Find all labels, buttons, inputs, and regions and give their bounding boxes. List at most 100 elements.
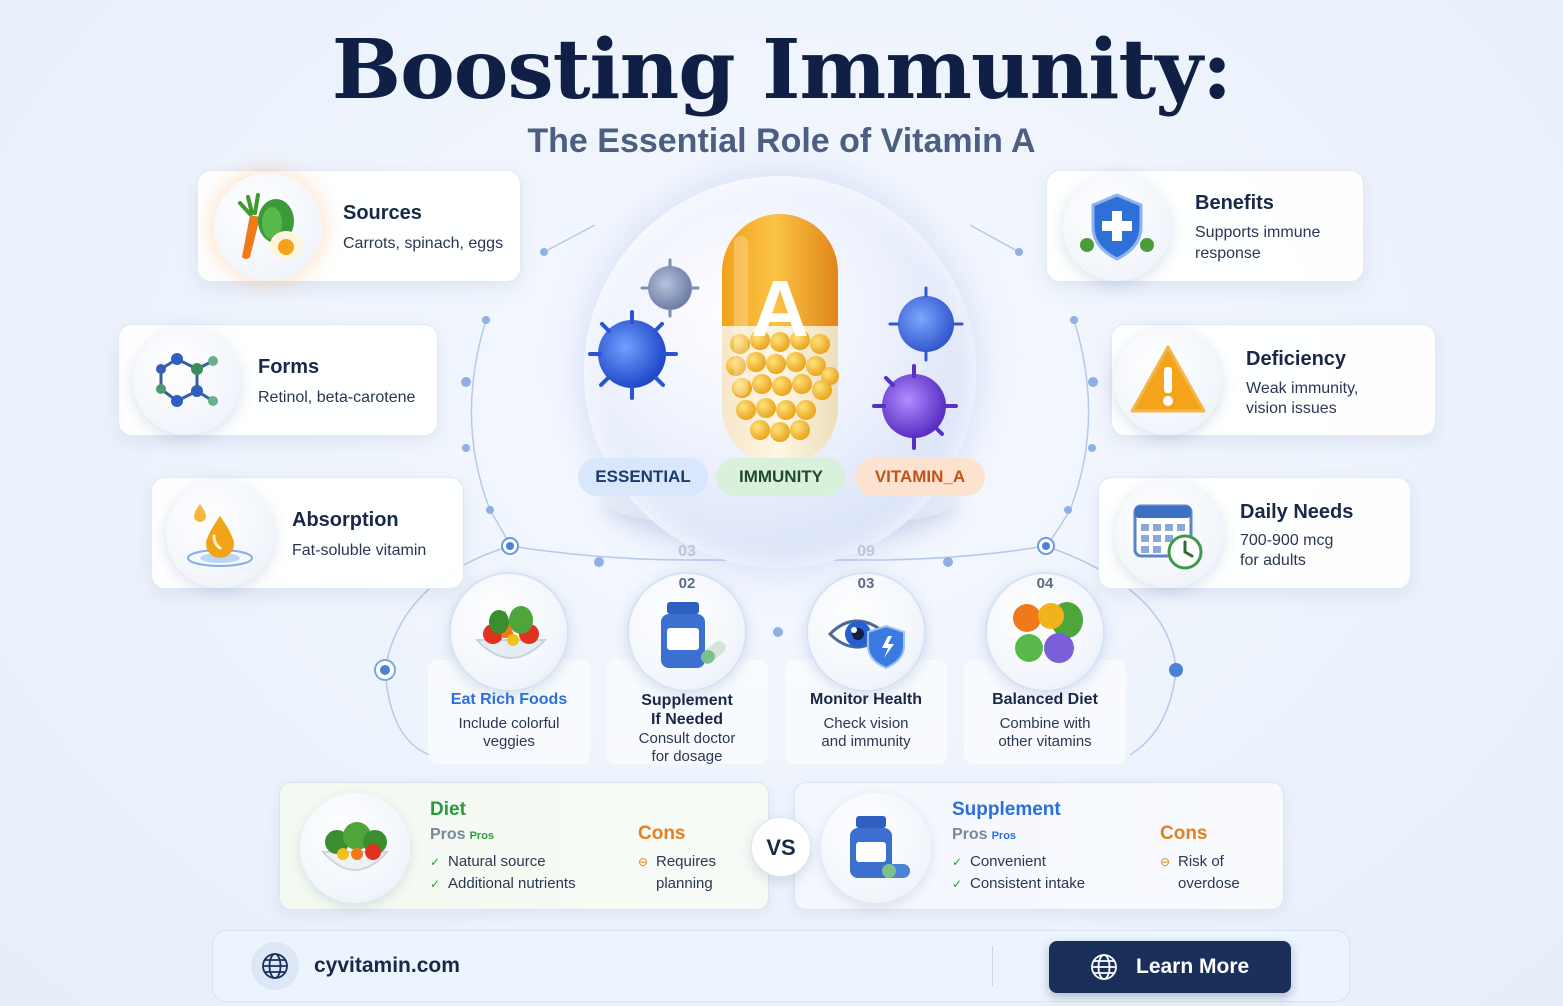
forms-desc: Retinol, beta-carotene <box>258 389 416 406</box>
step-4-title: Balanced Diet <box>992 691 1098 708</box>
deficiency-desc-2: vision issues <box>1246 400 1337 417</box>
tag-essential: ESSENTIAL <box>578 458 708 496</box>
step-1-circle <box>449 572 569 692</box>
step-2-number: 02 <box>678 575 696 592</box>
footer-divider <box>992 946 993 986</box>
step-2-desc-2: for dosage <box>651 748 723 765</box>
daily-disc <box>1115 480 1223 588</box>
footer-globe-badge <box>251 942 299 990</box>
supplement-disc <box>821 793 931 903</box>
forms-disc <box>133 327 241 435</box>
absorption-title: Absorption <box>292 509 399 531</box>
shield-cross-icon <box>1080 193 1154 261</box>
step-1-desc-2: veggies <box>483 733 535 750</box>
virus-blue-icon <box>588 310 678 400</box>
supplement-bottle-icon <box>661 602 726 668</box>
vitamin-balls-icon <box>1013 602 1083 663</box>
learn-more-label: Learn More <box>1136 955 1250 978</box>
sources-disc <box>214 173 322 281</box>
diet-heading: Diet <box>430 799 466 820</box>
card-benefits: Benefits Supports immune response <box>1046 170 1364 282</box>
supplement-con-2: overdose <box>1178 875 1240 892</box>
step-2-circle <box>627 572 747 692</box>
virus-purple-icon <box>872 364 958 450</box>
pill-bottle-icon <box>850 816 910 878</box>
step-4-desc-1: Combine with <box>999 715 1091 732</box>
food-bowl-icon <box>474 606 548 659</box>
daily-desc-1: 700-900 mcg <box>1240 532 1334 549</box>
forms-title: Forms <box>258 356 320 378</box>
absorption-desc: Fat-soluble vitamin <box>292 542 427 559</box>
step-4-number: 04 <box>1036 575 1054 592</box>
supplement-cons-heading: Cons <box>1160 823 1208 844</box>
diet-pro-1: ✓Natural source <box>430 853 546 870</box>
step-2-title-1: Supplement <box>641 692 733 709</box>
card-daily-needs: Daily Needs 700-900 mcg for adults <box>1098 477 1411 589</box>
molecule-icon <box>156 353 218 407</box>
supplement-pro-1: ✓Convenient <box>952 853 1046 870</box>
supplement-pro-2: ✓Consistent intake <box>952 875 1086 892</box>
tag-immunity: IMMUNITY <box>716 458 846 496</box>
vitamin-capsule-icon <box>722 214 839 466</box>
page-title: Boosting Immunity: <box>331 22 1232 118</box>
daily-desc-2: for adults <box>1240 552 1306 569</box>
step-4-circle <box>985 572 1105 692</box>
step-3-desc-2: and immunity <box>821 733 911 750</box>
virus-grey-icon <box>640 258 700 318</box>
step-3-desc-1: Check vision <box>823 715 909 732</box>
warning-icon <box>1130 345 1206 413</box>
card-sources: Sources Carrots, spinach, eggs <box>197 170 521 282</box>
vegetables-icon <box>238 193 302 259</box>
deficiency-disc <box>1114 327 1222 435</box>
step-1-desc-1: Include colorful <box>458 715 560 732</box>
capsule-letter: A <box>751 264 809 353</box>
sources-title: Sources <box>343 202 422 224</box>
diet-pros-tag: Pros <box>469 830 495 842</box>
step-2-desc-1: Consult doctor <box>638 730 736 747</box>
step-2-title-2: If Needed <box>650 711 723 728</box>
daily-title: Daily Needs <box>1240 501 1354 523</box>
globe-icon <box>262 953 288 979</box>
virus-blue-small-icon <box>888 286 964 362</box>
card-deficiency: Deficiency Weak immunity, vision issues <box>1111 324 1436 436</box>
deficiency-desc-1: Weak immunity, <box>1246 380 1359 397</box>
supplement-pros-tag: Pros <box>991 830 1017 842</box>
eye-shield-icon <box>827 619 905 670</box>
globe-icon <box>1091 954 1117 980</box>
vitamin-capsule-illustration: A <box>588 214 964 466</box>
supplement-heading: Supplement <box>952 799 1061 820</box>
diet-disc <box>300 793 410 903</box>
step-1-title: Eat Rich Foods <box>450 691 568 708</box>
sources-desc: Carrots, spinach, eggs <box>343 235 504 252</box>
step-3-title: Monitor Health <box>810 691 922 708</box>
card-forms: Forms Retinol, beta-carotene <box>118 324 438 436</box>
benefits-desc-2: response <box>1195 245 1261 262</box>
tag-vitamin-a: VITAMIN_A <box>855 458 985 496</box>
step-3-circle <box>806 572 926 692</box>
diet-con-2: planning <box>656 875 713 892</box>
benefits-title: Benefits <box>1195 192 1274 214</box>
learn-more-button[interactable]: Learn More <box>1049 941 1291 993</box>
page-subtitle: The Essential Role of Vitamin A <box>527 122 1036 160</box>
benefits-desc-1: Supports immune <box>1195 224 1321 241</box>
step-4-desc-2: other vitamins <box>998 733 1092 750</box>
ghost-number-2: 09 <box>857 543 875 560</box>
benefits-disc <box>1063 173 1171 281</box>
droplet-icon <box>187 504 253 567</box>
card-absorption: Absorption Fat-soluble vitamin <box>151 477 464 589</box>
deficiency-title: Deficiency <box>1246 348 1347 370</box>
salad-bowl-icon <box>320 822 390 871</box>
absorption-disc <box>166 480 274 588</box>
diet-cons-heading: Cons <box>638 823 686 844</box>
website-link[interactable]: cyvitamin.com <box>314 954 460 977</box>
calendar-clock-icon <box>1133 504 1203 570</box>
diet-pro-2: ✓Additional nutrients <box>430 875 576 892</box>
ghost-number-1: 03 <box>678 543 696 560</box>
supplement-con-1: ⊖Risk of <box>1160 853 1224 870</box>
vs-badge: VS <box>751 817 811 877</box>
step-3-number: 03 <box>857 575 875 592</box>
